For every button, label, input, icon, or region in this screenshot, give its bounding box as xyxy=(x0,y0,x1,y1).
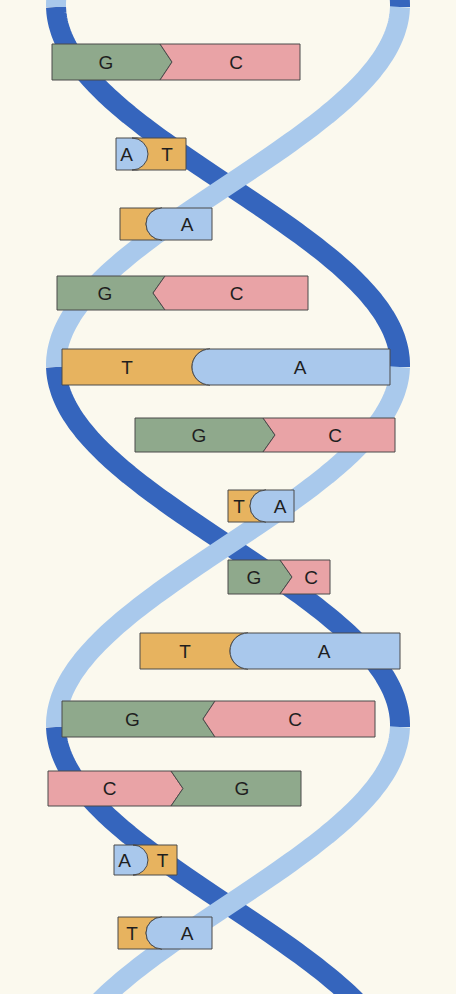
base-letter: A xyxy=(294,358,307,377)
base-outline xyxy=(171,771,301,806)
base-letter: T xyxy=(121,358,133,377)
nucleotide-base: C xyxy=(280,560,330,594)
base-outline xyxy=(250,490,294,522)
nucleotide-base: G xyxy=(135,418,275,452)
base-shape xyxy=(132,138,186,170)
base-letter: C xyxy=(229,53,243,72)
nucleotide-base: A xyxy=(146,208,212,240)
back-strand xyxy=(56,7,400,367)
base-letter: C xyxy=(230,284,244,303)
base-letter: A xyxy=(181,924,194,943)
nucleotide-base: T xyxy=(132,138,186,170)
nucleotide-base: C xyxy=(160,44,300,80)
base-outline xyxy=(133,845,177,875)
base-outline xyxy=(146,208,212,240)
base-letter: A xyxy=(318,642,331,661)
base-outline xyxy=(230,633,400,669)
nucleotide-base: A xyxy=(192,349,390,385)
base-letter: T xyxy=(157,851,169,870)
base-outline xyxy=(203,701,375,737)
nucleotide-base: C xyxy=(203,701,375,737)
base-outline xyxy=(62,349,210,385)
base-letter: A xyxy=(181,215,194,234)
base-letter: T xyxy=(126,924,138,943)
front-strand xyxy=(90,727,400,994)
nucleotide-base: G xyxy=(57,276,165,310)
base-letter: G xyxy=(192,426,207,445)
nucleotide-base: C xyxy=(48,771,183,806)
base-shape xyxy=(230,633,400,669)
base-letter: G xyxy=(247,568,262,587)
nucleotide-base: A xyxy=(146,917,212,949)
base-outline xyxy=(192,349,390,385)
base-shape xyxy=(146,208,212,240)
base-letter: C xyxy=(328,426,342,445)
base-letter: T xyxy=(179,642,191,661)
base-shape xyxy=(250,490,294,522)
base-outline xyxy=(263,418,395,452)
base-letter: A xyxy=(118,851,131,870)
base-letter: C xyxy=(103,779,117,798)
base-letter: T xyxy=(161,145,173,164)
nucleotide-base: C xyxy=(263,418,395,452)
nucleotide-base: G xyxy=(52,44,172,80)
base-shape xyxy=(133,845,177,875)
base-shape xyxy=(146,917,212,949)
nucleotide-base: T xyxy=(62,349,210,385)
front-strand xyxy=(56,0,60,7)
back-strand xyxy=(56,727,366,994)
nucleotide-base: G xyxy=(62,701,215,737)
base-outline xyxy=(153,276,308,310)
nucleotide-base: G xyxy=(228,560,292,594)
base-outline xyxy=(135,418,275,452)
base-outline xyxy=(48,771,183,806)
front-strand xyxy=(56,367,400,727)
base-outline xyxy=(62,701,215,737)
back-strand xyxy=(396,0,400,7)
nucleotide-base: T xyxy=(133,845,177,875)
base-shape xyxy=(62,349,210,385)
base-outline xyxy=(52,44,172,80)
base-letter: G xyxy=(98,284,113,303)
base-letter: G xyxy=(99,53,114,72)
base-letter: G xyxy=(235,779,250,798)
base-outline xyxy=(132,138,186,170)
nucleotide-base: C xyxy=(153,276,308,310)
base-letter: A xyxy=(274,497,287,516)
base-letter: C xyxy=(288,710,302,729)
base-outline xyxy=(146,917,212,949)
nucleotide-base: G xyxy=(171,771,301,806)
base-outline xyxy=(57,276,165,310)
base-outline xyxy=(280,560,330,594)
base-letter: A xyxy=(120,145,133,164)
base-letter: T xyxy=(233,497,245,516)
base-outline xyxy=(160,44,300,80)
base-letter: C xyxy=(304,568,318,587)
base-outline xyxy=(228,560,292,594)
base-shape xyxy=(192,349,390,385)
base-letter: G xyxy=(125,710,140,729)
front-strand xyxy=(56,7,400,367)
back-strand xyxy=(56,367,400,727)
nucleotide-base: A xyxy=(230,633,400,669)
nucleotide-base: A xyxy=(250,490,294,522)
